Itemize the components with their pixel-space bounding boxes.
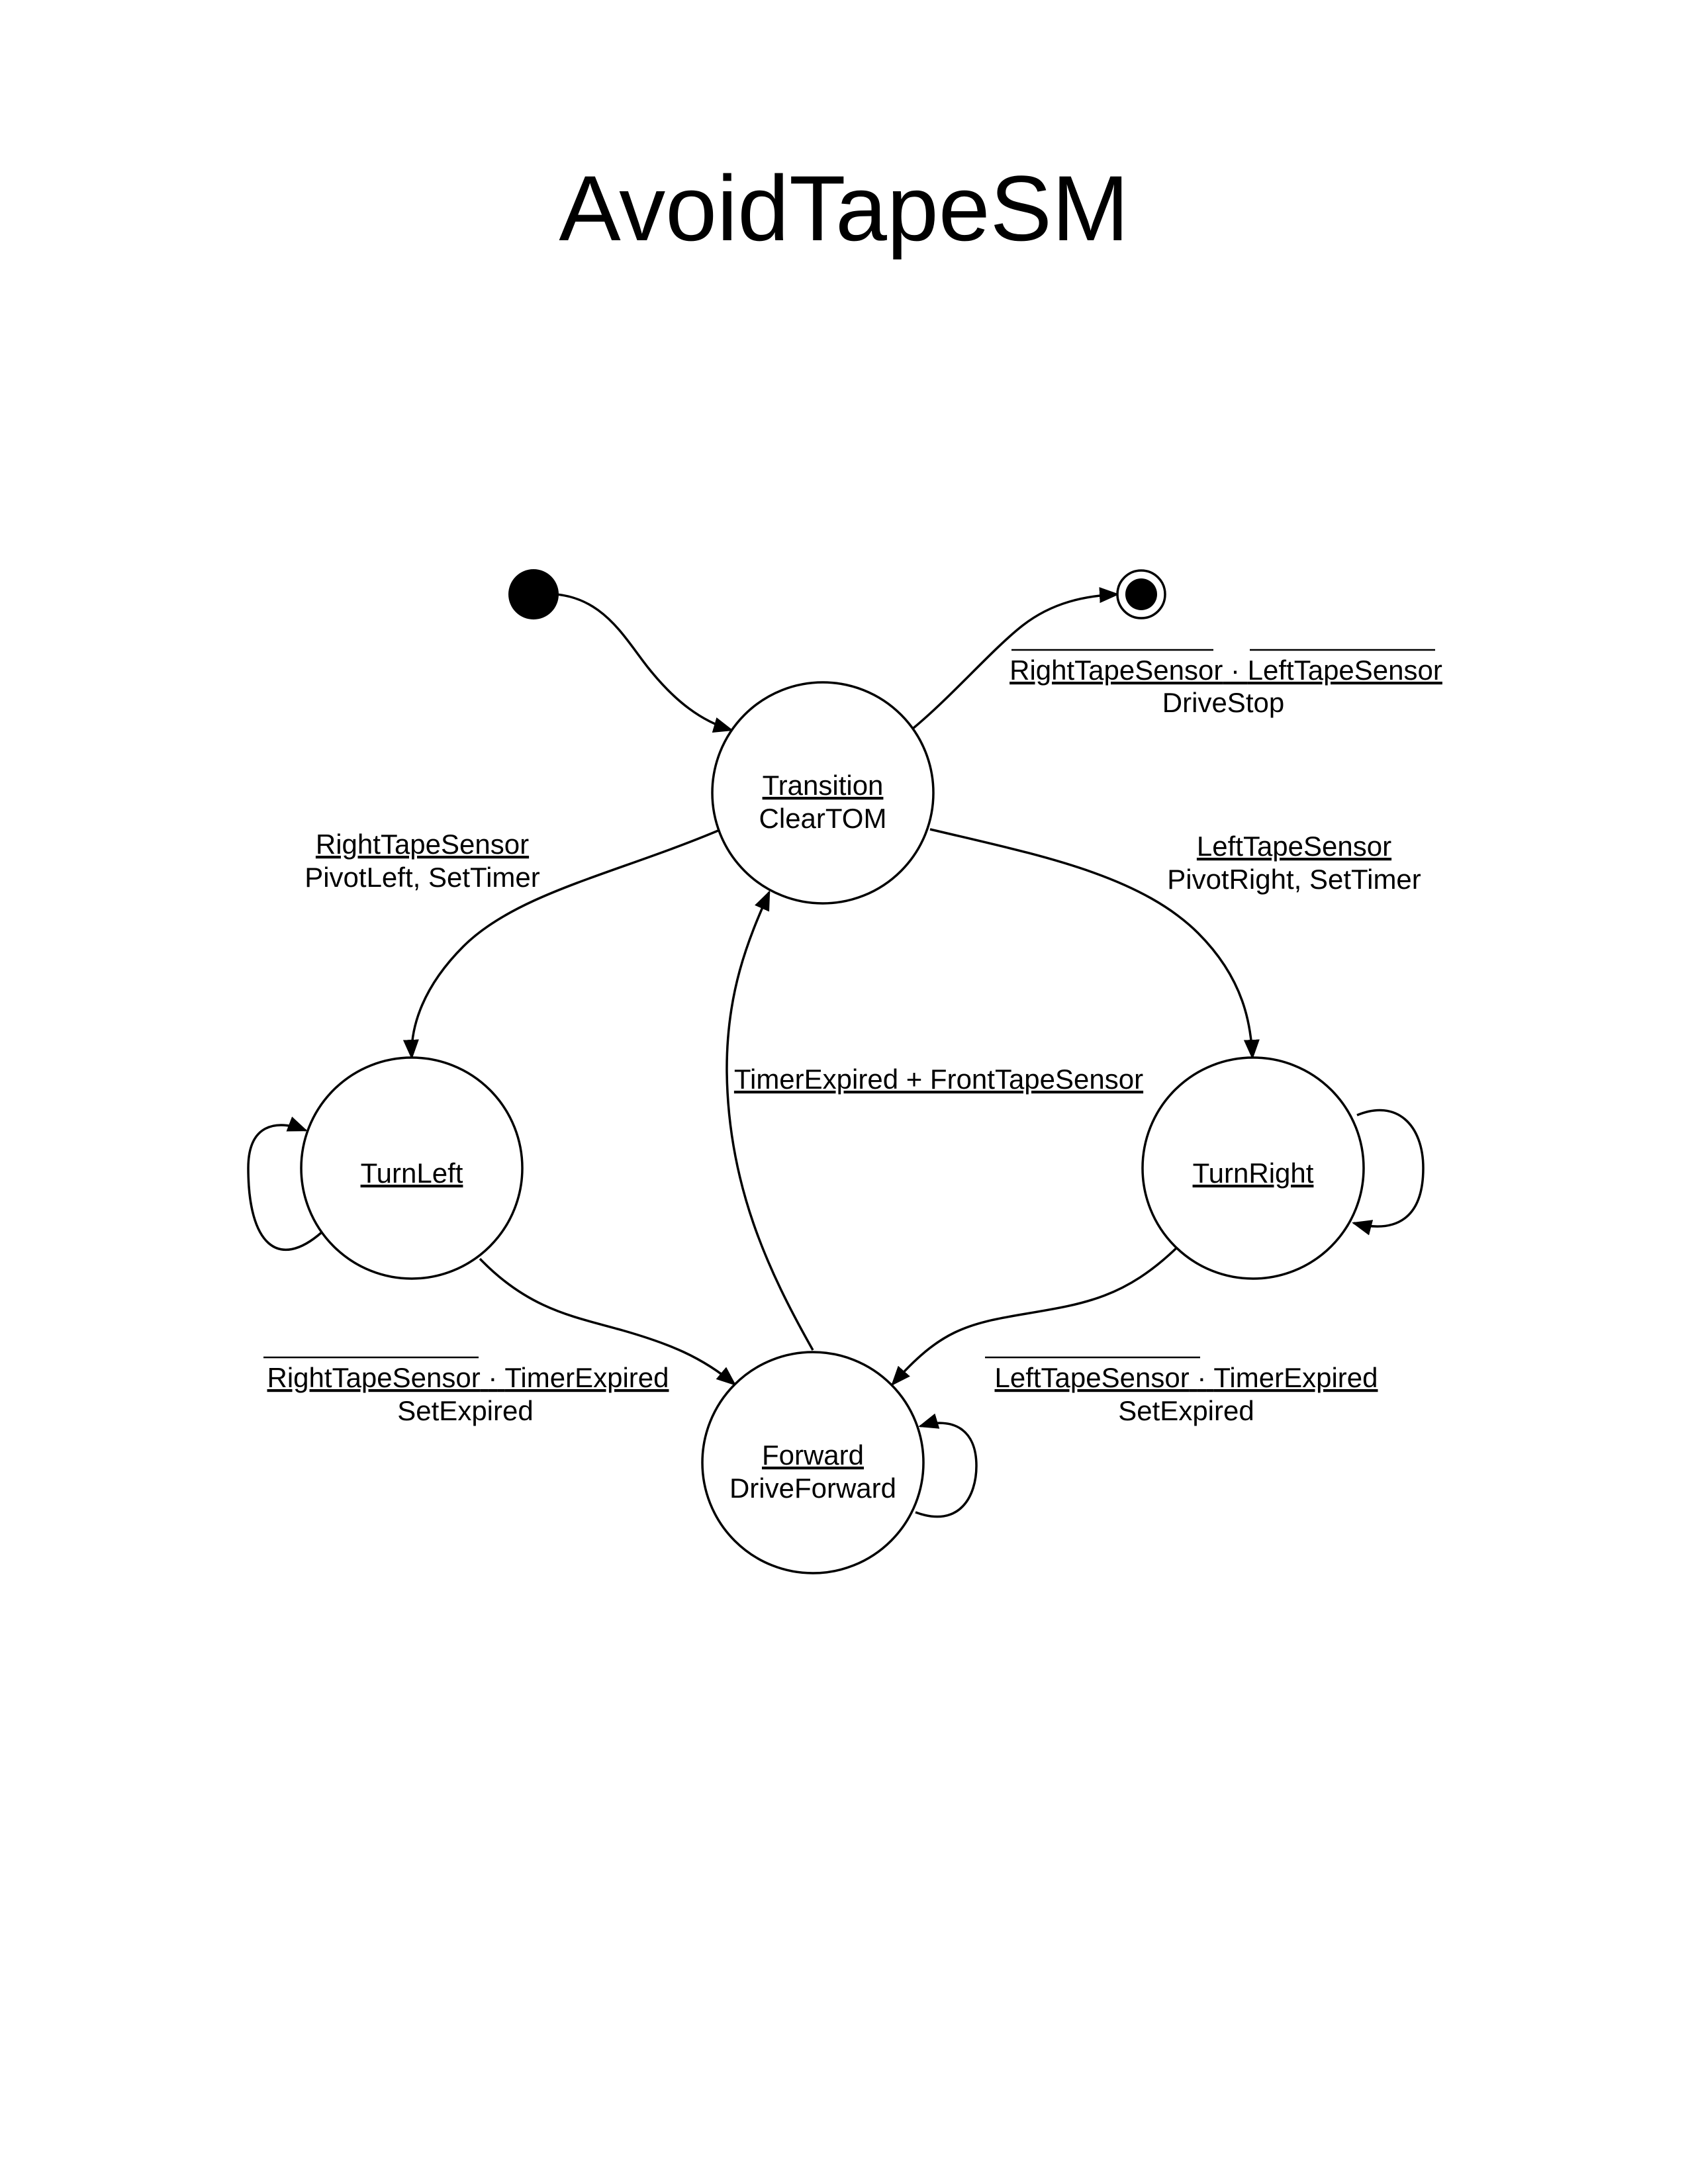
label-turn-right-to-forward: LeftTapeSensor · TimerExpired SetExpired [985, 1356, 1378, 1426]
guard-to-turn-right: LeftTapeSensor [1197, 831, 1391, 862]
edge-turn-left-self-loop [247, 1116, 323, 1251]
edge-forward-self-loop [915, 1413, 978, 1518]
state-turn-right-name: TurnRight [1193, 1158, 1314, 1189]
state-turn-right: TurnRight [1141, 1056, 1365, 1280]
edge-forward-to-transition [726, 890, 814, 1351]
diagram-title: AvoidTapeSM [559, 156, 1129, 260]
label-to-turn-left: RightTapeSensor PivotLeft, SetTimer [305, 829, 540, 893]
state-transition-action: ClearTOM [759, 803, 887, 834]
label-turn-left-to-forward: RightTapeSensor · TimerExpired SetExpire… [263, 1356, 669, 1426]
edge-transition-to-turn-right [929, 828, 1260, 1060]
state-transition-name: Transition [763, 770, 884, 801]
guard-to-final: RightTapeSensor · LeftTapeSensor [1009, 655, 1442, 686]
guard-turn-right-to-forward: LeftTapeSensor · TimerExpired [995, 1362, 1378, 1393]
edge-turn-right-self-loop [1352, 1109, 1425, 1236]
state-transition: Transition ClearTOM [711, 681, 935, 905]
action-turn-right-to-forward: SetExpired [1118, 1395, 1254, 1426]
action-to-turn-left: PivotLeft, SetTimer [305, 862, 540, 893]
action-to-final: DriveStop [1162, 687, 1284, 718]
label-to-final: RightTapeSensor · LeftTapeSensor DriveSt… [1009, 649, 1442, 718]
label-forward-to-transition: TimerExpired + FrontTapeSensor [734, 1064, 1143, 1095]
state-turn-left: TurnLeft [300, 1056, 524, 1280]
state-forward-name: Forward [762, 1439, 864, 1471]
guard-to-turn-left: RightTapeSensor [316, 829, 529, 860]
edge-turn-right-to-forward [891, 1246, 1178, 1387]
edge-turn-left-to-forward [479, 1257, 737, 1386]
action-turn-left-to-forward: SetExpired [397, 1395, 533, 1426]
state-forward: Forward DriveForward [701, 1351, 925, 1574]
guard-turn-left-to-forward: RightTapeSensor · TimerExpired [267, 1362, 669, 1393]
edge-transition-to-turn-left [402, 829, 719, 1060]
state-turn-left-name: TurnLeft [361, 1158, 463, 1189]
label-to-turn-right: LeftTapeSensor PivotRight, SetTimer [1167, 831, 1421, 895]
edge-transition-to-final [912, 587, 1119, 729]
final-state [1116, 569, 1166, 619]
initial-state-dot [508, 569, 559, 619]
edge-initial-to-transition [533, 592, 733, 733]
state-forward-action: DriveForward [729, 1473, 896, 1504]
guard-forward-to-transition: TimerExpired + FrontTapeSensor [734, 1064, 1143, 1095]
action-to-turn-right: PivotRight, SetTimer [1167, 864, 1421, 895]
